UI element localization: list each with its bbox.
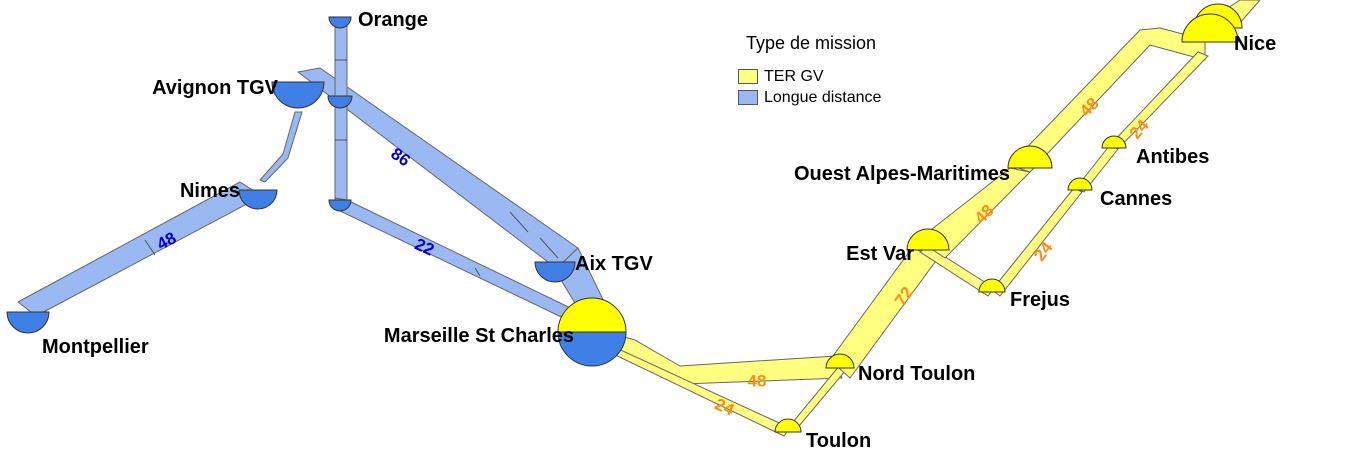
station-node-nord-toulon (825, 353, 855, 369)
legend: Type de mission TER GV Longue distance (738, 33, 881, 108)
station-label-marseille: Marseille St Charles (384, 325, 574, 347)
station-node-frejus (978, 278, 1006, 293)
station-label-orange: Orange (358, 9, 428, 31)
band-divider (539, 237, 559, 259)
station-node-aix (534, 261, 576, 283)
station-node-avignon (271, 81, 325, 109)
station-label-est-var: Est Var (846, 243, 914, 265)
station-label-avignon: Avignon TGV (152, 77, 279, 99)
station-node-montpellier (6, 311, 50, 334)
band-frejus-cannes (991, 187, 1083, 297)
station-label-antibes: Antibes (1136, 146, 1209, 168)
band-nimes-montpellier (17, 181, 263, 317)
flow-value-antibes-nice: 24 (1126, 116, 1153, 143)
station-node-antibes (1101, 135, 1127, 149)
station-node-nice (1181, 3, 1243, 43)
legend-label-ter-gv: TER GV (764, 67, 824, 85)
station-node-est-var (906, 228, 950, 251)
band-ouest-am-nice (1009, 27, 1206, 173)
station-node-marseille (557, 297, 627, 367)
station-node-cannes (1067, 177, 1093, 191)
station-label-nimes: Nimes (180, 180, 240, 202)
legend-item-ter-gv: TER GV (738, 66, 881, 87)
station-node-orange-low (328, 199, 352, 212)
band-marseille-toulon (604, 345, 791, 437)
station-node-toulon (774, 418, 802, 433)
legend-label-longue-distance: Longue distance (764, 88, 882, 106)
station-node-ouest-am (1007, 145, 1053, 169)
legend-item-longue-distance: Longue distance (738, 87, 881, 108)
station-label-nice: Nice (1234, 33, 1276, 55)
station-label-aix: Aix TGV (575, 253, 653, 275)
legend-swatch-ter-gv (738, 69, 758, 84)
station-label-cannes: Cannes (1100, 188, 1172, 210)
flow-bands (17, 0, 1261, 437)
band-avignon-nimes (259, 111, 303, 183)
flow-value-marseille-nord-toulon: 48 (748, 371, 767, 390)
station-node-orange (328, 16, 352, 29)
station-label-nord-toulon: Nord Toulon (858, 363, 975, 385)
station-label-frejus: Frejus (1010, 289, 1070, 311)
legend-swatch-longue-distance (738, 90, 758, 105)
band-divider (144, 239, 156, 256)
band-orange-stem (334, 19, 348, 206)
station-node-avignon2 (327, 95, 353, 109)
station-label-ouest-am: Ouest Alpes-Maritimes (794, 163, 1010, 185)
band-divider (509, 211, 529, 233)
legend-title: Type de mission (746, 33, 877, 53)
band-divider (474, 267, 481, 277)
station-nodes (6, 3, 1243, 433)
station-label-montpellier: Montpellier (42, 336, 149, 358)
station-label-toulon: Toulon (806, 430, 871, 452)
station-node-nimes (238, 189, 278, 210)
